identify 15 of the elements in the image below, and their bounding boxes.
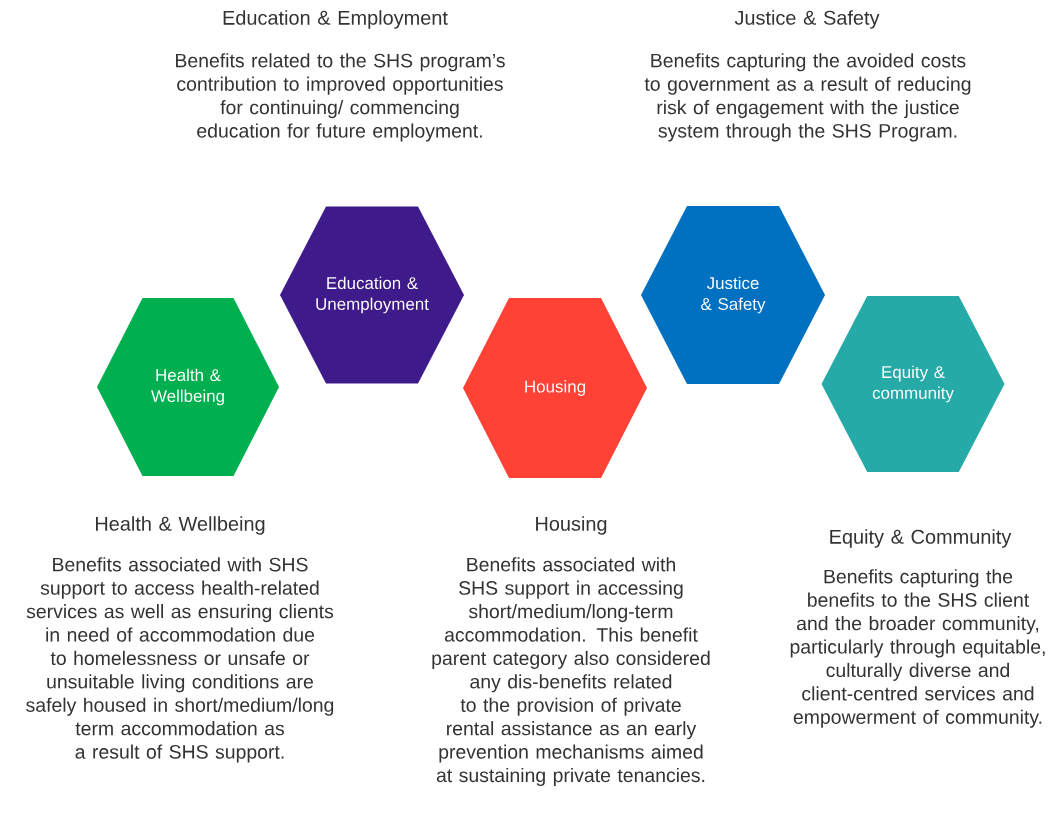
description-text: Benefits associated with SHS support to access health-related services as well as ensuring clients in need of accommodation due to homelessness or unsafe or unsuitable living conditions are safely housed in short/medium/long term accommodation as a result of SHS support. — [26, 557, 334, 763]
heading: Equity & Community — [830, 529, 1012, 548]
hexagon: Health & Wellbeing — [97, 298, 279, 476]
description-text: Benefits related to the SHS program’s contribution to improved opportunities for continuing/ commencing education for future employment. — [176, 53, 505, 142]
hexagon: Housing — [463, 298, 647, 478]
hexagon: Education & Unemployment — [280, 206, 464, 384]
description-text: Benefits capturing the avoided costs to government as a result of reducing risk of engagement with the justice system through the SHS Program. — [644, 53, 971, 142]
description-text: Benefits capturing the benefits to the SHS client and the broader community, particularly through equitable, culturally diverse and client-centred services and empowerment of community. — [790, 569, 1045, 728]
heading: Justice & Safety — [734, 10, 880, 29]
heading: Education & Employment — [223, 10, 448, 29]
heading: Health & Wellbeing — [96, 516, 265, 535]
hexagon: Equity & community — [821, 296, 1005, 472]
hexagon: Justice & Safety — [641, 206, 825, 384]
heading: Housing — [536, 516, 607, 535]
description-text: Benefits associated with SHS support in accessing short/medium/long-term accommodation. This benefit parent category also considered any dis-benefits related to the provision of private rental assistance as an early prevention mechanisms aimed at sustaining private tenancies. — [432, 557, 710, 786]
